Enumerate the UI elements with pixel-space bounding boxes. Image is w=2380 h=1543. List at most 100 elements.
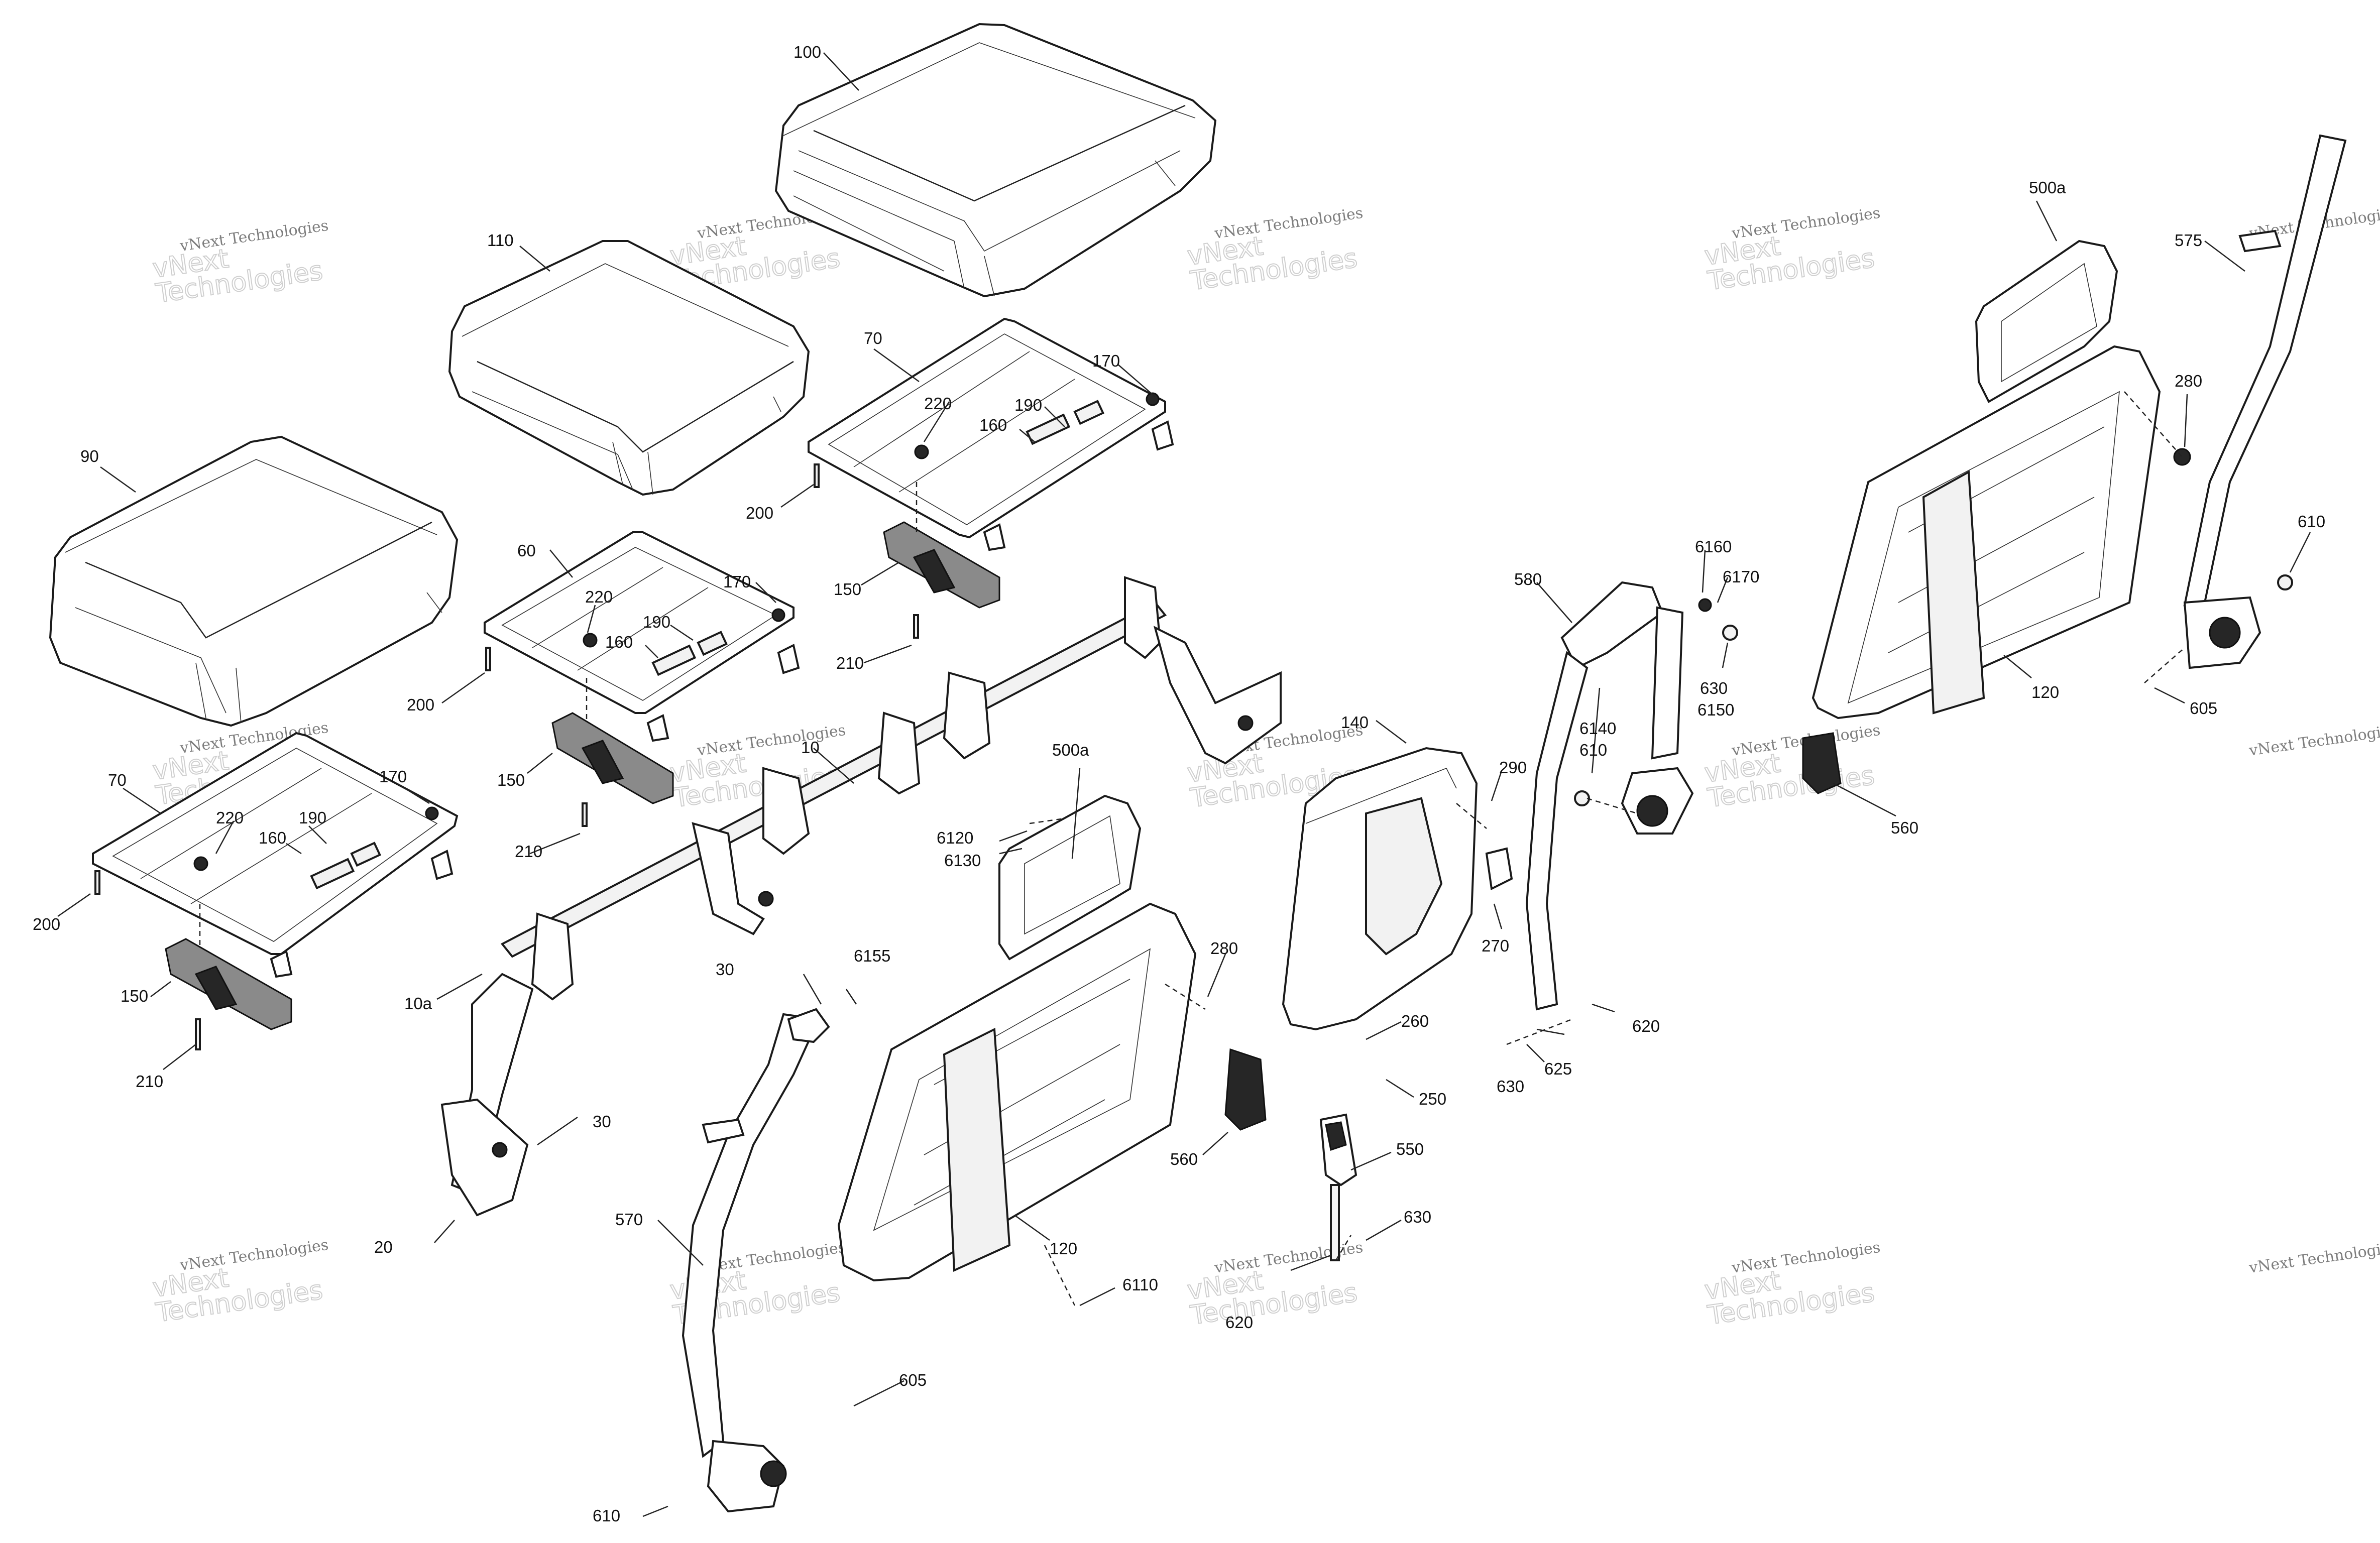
label-60: 60 [517,541,536,560]
label-70: 70 [864,329,882,347]
label-280: 280 [1210,939,1238,958]
label-150: 150 [834,580,861,599]
label-190: 190 [299,808,326,827]
label-260: 260 [1401,1012,1429,1030]
watermark-text: vNext Technologies [2247,1239,2380,1277]
label-200: 200 [407,695,434,714]
seat-belt-570 [682,1008,830,1513]
label-220: 220 [924,394,952,413]
label-560: 560 [1891,818,1918,837]
label-220: 220 [216,808,244,827]
label-630: 630 [1497,1077,1524,1096]
label-160: 160 [259,828,286,847]
label-560: 560 [1170,1150,1198,1168]
seat-belt-575 [2173,134,2347,669]
label-6160: 6160 [1695,537,1732,556]
seat-belt-580 [1525,581,1738,1011]
watermark-text: vNext Technologies [178,217,329,255]
seat-frame-60 [484,531,800,742]
label-6155: 6155 [854,946,890,965]
seat-frame-70-top [808,317,1174,551]
watermark-text: vNext Technologies [1730,1239,1881,1277]
label-6120: 6120 [937,828,973,847]
assembly-lines [199,391,2185,1261]
label-6140: 6140 [1579,719,1616,738]
headrest-500a-right [1975,240,2118,403]
label-625: 625 [1544,1059,1572,1078]
label-170: 170 [723,572,751,591]
label-630: 630 [1404,1208,1431,1226]
label-6150: 6150 [1697,700,1734,719]
label-610: 610 [2298,512,2325,531]
label-30: 30 [593,1112,611,1131]
backrest-120-right [1811,345,2161,720]
bracket-150-top [883,521,1000,609]
label-280: 280 [2175,372,2202,390]
label-605: 605 [2190,699,2217,718]
bracket-150-left [165,938,292,1030]
label-200: 200 [33,915,60,933]
label-190: 190 [643,613,670,631]
watermark-text: vNext Technologies [696,722,847,760]
label-90: 90 [80,447,99,465]
base-frame-10 [440,576,1282,1217]
backrest-120-center [837,902,1197,1282]
label-160: 160 [605,633,633,651]
label-120: 120 [2031,683,2059,701]
label-120: 120 [1050,1239,1077,1258]
label-150: 150 [121,987,148,1005]
label-170: 170 [379,767,407,786]
backrest-140 [1282,747,1513,1031]
label-10a: 10a [404,994,432,1013]
label-160: 160 [979,416,1007,434]
label-500a: 500a [1052,741,1089,759]
label-190: 190 [1014,396,1042,414]
label-6110: 6110 [1122,1275,1158,1294]
label-140: 140 [1341,713,1369,732]
watermark-text: vNext Technologies [1730,204,1881,243]
label-250: 250 [1419,1090,1446,1108]
label-580: 580 [1514,570,1542,588]
label-110: 110 [487,231,514,250]
label-575: 575 [2175,231,2202,250]
buckle-560-center [1224,1048,1267,1131]
label-6130: 6130 [944,851,981,870]
label-210: 210 [136,1072,163,1091]
callout-labels: 100 110 90 70 170 220 190 160 200 150 21… [33,43,2325,1525]
label-100: 100 [794,43,821,61]
label-210: 210 [836,654,864,672]
seat-frame-70-left [92,732,459,978]
watermark-text: vNext Technologies [1213,204,1364,243]
label-630: 630 [1700,679,1728,697]
leader-lines [57,52,2311,1517]
label-610: 610 [1579,741,1607,759]
hardware-seat-bolts [94,392,1160,1050]
buckle-560-right [1802,732,1842,794]
label-170: 170 [1092,351,1120,370]
label-290: 290 [1499,758,1527,777]
label-620: 620 [1632,1017,1660,1035]
buckle-550 [1319,1113,1357,1261]
label-10: 10 [801,738,820,757]
seat-cushion-110 [448,240,810,496]
watermark-text: vNext Technologies [2247,722,2380,760]
label-6170: 6170 [1723,567,1759,586]
label-150: 150 [497,771,525,789]
label-220: 220 [585,587,613,606]
label-550: 550 [1396,1140,1424,1158]
label-570: 570 [615,1210,643,1229]
label-20: 20 [374,1238,393,1256]
label-620: 620 [1225,1313,1253,1332]
label-500a: 500a [2029,178,2066,197]
watermark-text: vNext Technologies [178,1236,329,1274]
watermark-text: vNext Technologies [1213,1239,1364,1277]
label-605: 605 [899,1371,927,1389]
label-270: 270 [1482,936,1509,955]
label-200: 200 [746,504,773,522]
label-30: 30 [716,960,734,979]
headrest-500a-center [998,794,1142,961]
label-210: 210 [515,842,542,861]
label-610: 610 [593,1506,620,1525]
seat-cushion-100 [774,23,1217,298]
